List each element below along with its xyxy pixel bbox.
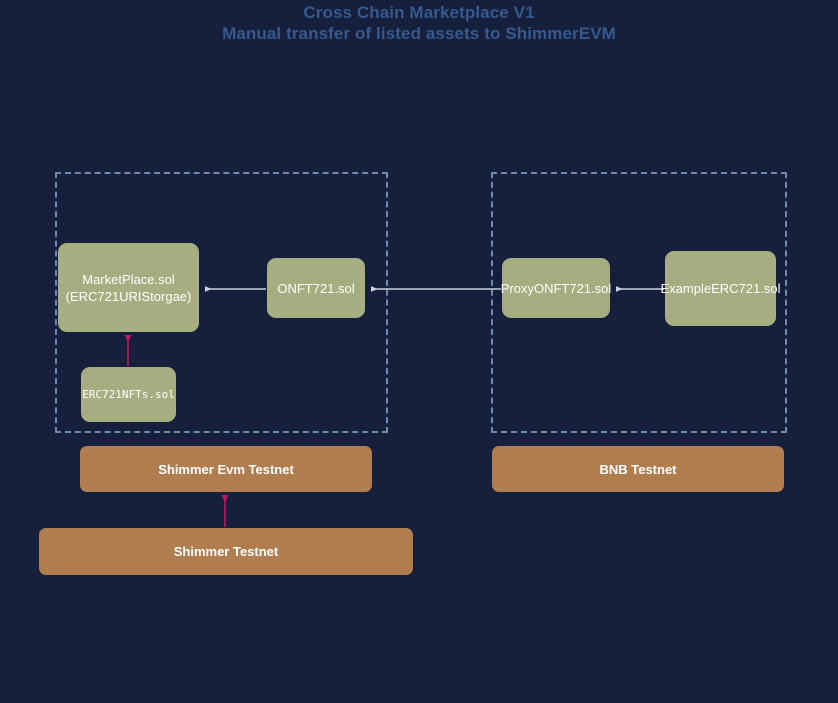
- chain-bar-shimmer-testnet-label: Shimmer Testnet: [173, 544, 279, 559]
- node-erc721nfts-label: ERC721NFTs.sol: [82, 388, 175, 401]
- chain-bar-shimmer-evm-testnet[interactable]: Shimmer Evm Testnet: [80, 446, 372, 492]
- node-marketplace-label: MarketPlace.sol (ERC721URIStorgae): [65, 271, 192, 304]
- chain-bar-shimmer-evm-testnet-label: Shimmer Evm Testnet: [158, 461, 294, 477]
- node-proxyonft721[interactable]: ProxyONFT721.sol: [500, 258, 612, 318]
- node-onft721-label: ONFT721.sol: [277, 280, 355, 296]
- node-erc721nfts[interactable]: ERC721NFTs.sol: [81, 367, 176, 422]
- node-exampleerc721[interactable]: ExampleERC721.sol: [661, 251, 780, 326]
- page-title: Cross Chain Marketplace V1 Manual transf…: [0, 0, 838, 44]
- chain-bar-bnb-testnet-label: BNB Testnet: [599, 461, 677, 477]
- group-shimmer-evm: [55, 172, 388, 433]
- chain-bar-shimmer-testnet[interactable]: Shimmer Testnet: [39, 528, 413, 575]
- group-bnb: [491, 172, 787, 433]
- title-line-2: Manual transfer of listed assets to Shim…: [222, 24, 616, 43]
- node-proxyonft721-label: ProxyONFT721.sol: [500, 280, 612, 296]
- node-marketplace[interactable]: MarketPlace.sol (ERC721URIStorgae): [58, 243, 199, 332]
- chain-bar-bnb-testnet[interactable]: BNB Testnet: [492, 446, 784, 492]
- title-line-1: Cross Chain Marketplace V1: [303, 3, 535, 22]
- node-onft721[interactable]: ONFT721.sol: [267, 258, 365, 318]
- node-exampleerc721-label: ExampleERC721.sol: [660, 281, 781, 296]
